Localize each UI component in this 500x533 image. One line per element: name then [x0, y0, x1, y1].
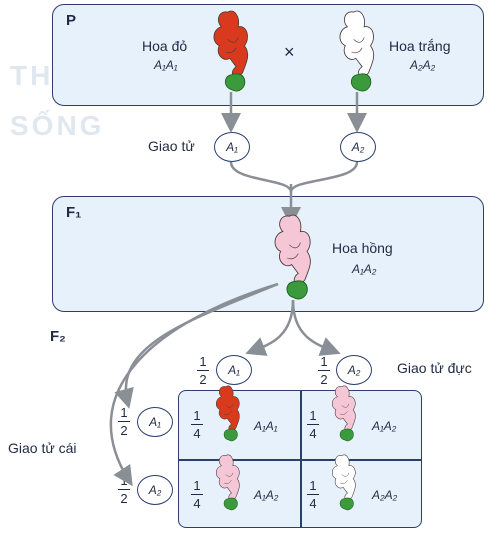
fraction-denominator: 4 [193, 496, 201, 512]
red-flower-icon [213, 10, 249, 92]
cell-1-genotype: A₁A₁ [254, 419, 278, 433]
fraction-numerator: 1 [199, 354, 207, 369]
fraction-numerator: 1 [120, 405, 128, 420]
arrow-f1-to-male-a1 [245, 299, 295, 356]
p-generation-label: P [66, 12, 77, 29]
cell-2-genotype: A₁A₂ [372, 419, 397, 433]
female-gamete-1: A₁ [137, 407, 173, 437]
arrow-f1-to-female-a1 [114, 282, 279, 409]
fraction-denominator: 4 [309, 426, 317, 442]
cell-4-genotype: A₂A₂ [372, 488, 398, 502]
cell-3-genotype: A₁A₂ [254, 488, 279, 502]
female-gamete-2: A₂ [137, 475, 173, 505]
f1-generation-box [52, 196, 484, 312]
pink-flower-icon [274, 214, 311, 300]
p-generation-box [52, 4, 484, 106]
white-flower-genotype: A₂A₂ [410, 58, 436, 72]
p-gamete-a1: A₁ [214, 132, 250, 162]
red-flower-genotype: A₁A₁ [154, 58, 178, 72]
fraction-denominator: 2 [120, 491, 128, 507]
male-gamete-2: A₂ [336, 355, 372, 385]
pink-flower-genotype: A₁A₂ [352, 262, 377, 276]
f2-generation-label: F₂ [50, 328, 66, 345]
white-flower-icon [339, 10, 375, 92]
arrow-f1-to-male-a2 [291, 299, 341, 356]
fraction-numerator: 1 [193, 408, 201, 423]
p-gamete-label: Giao tử [148, 138, 195, 154]
fraction-numerator: 1 [309, 408, 317, 423]
cell-2-pink-flower-icon [331, 385, 356, 442]
pink-flower-name: Hoa hồng [332, 240, 393, 256]
female-gametes-label: Giao tử cái [8, 440, 77, 456]
cross-symbol: × [284, 42, 295, 62]
fraction-denominator: 4 [193, 426, 201, 442]
cell-4-white-flower-icon [331, 454, 356, 511]
fraction-denominator: 2 [120, 423, 128, 439]
male-gametes-label: Giao tử đực [397, 360, 472, 376]
watermark-line-2: SỐNG [10, 110, 105, 141]
fraction-numerator: 1 [320, 354, 328, 369]
red-flower-name: Hoa đỏ [142, 38, 188, 54]
arrow-gametes-merge [229, 161, 359, 193]
fraction-denominator: 2 [320, 372, 328, 388]
fraction-numerator: 1 [309, 478, 317, 493]
arrow-f1-to-female-a2 [109, 282, 279, 487]
grid-divider-horizontal [179, 459, 421, 461]
f1-generation-label: F₁ [66, 204, 82, 221]
cell-3-pink-flower-icon [215, 454, 240, 511]
white-flower-name: Hoa trắng [389, 38, 451, 54]
male-gamete-1: A₁ [216, 355, 252, 385]
punnett-square [178, 390, 422, 528]
fraction-denominator: 4 [309, 496, 317, 512]
fraction-numerator: 1 [193, 478, 201, 493]
fraction-denominator: 2 [199, 372, 207, 388]
cell-1-red-flower-icon [215, 385, 240, 442]
